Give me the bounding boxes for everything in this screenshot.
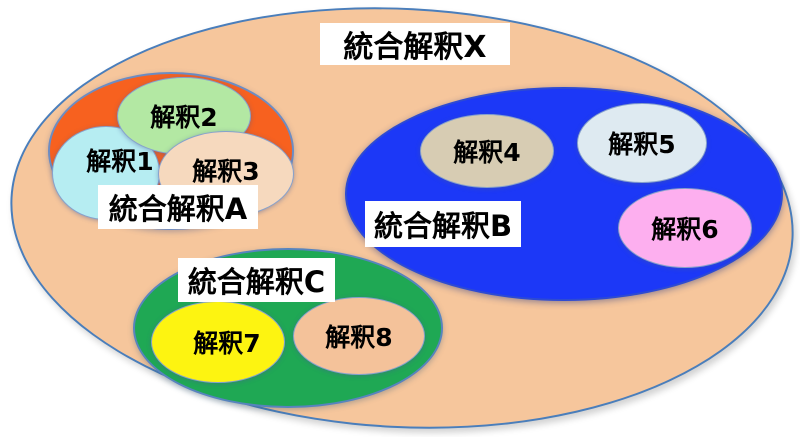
item-label-kaishaku4: 解釈4 (453, 138, 521, 167)
item-label-kaishaku2: 解釈2 (150, 103, 218, 132)
item-label-kaishaku3: 解釈3 (192, 157, 260, 186)
item-ellipse-kaishaku7: 解釈7 (151, 301, 285, 383)
item-ellipse-kaishaku4: 解釈4 (420, 114, 554, 188)
item-label-kaishaku6: 解釈6 (651, 215, 719, 244)
item-label-kaishaku5: 解釈5 (608, 130, 676, 159)
item-label-kaishaku8: 解釈8 (325, 323, 393, 352)
item-ellipse-kaishaku5: 解釈5 (577, 103, 707, 183)
item-label-kaishaku7: 解釈7 (193, 329, 261, 358)
item-ellipse-kaishaku6: 解釈6 (618, 188, 752, 268)
item-ellipse-kaishaku8: 解釈8 (293, 297, 425, 375)
group-label-c: 統合解釈C (178, 258, 335, 302)
outer-title-label: 統合解釈X (320, 23, 510, 65)
group-label-b: 統合解釈B (365, 201, 521, 247)
group-label-a: 統合解釈A (98, 185, 258, 229)
item-label-kaishaku1: 解釈1 (86, 147, 154, 176)
